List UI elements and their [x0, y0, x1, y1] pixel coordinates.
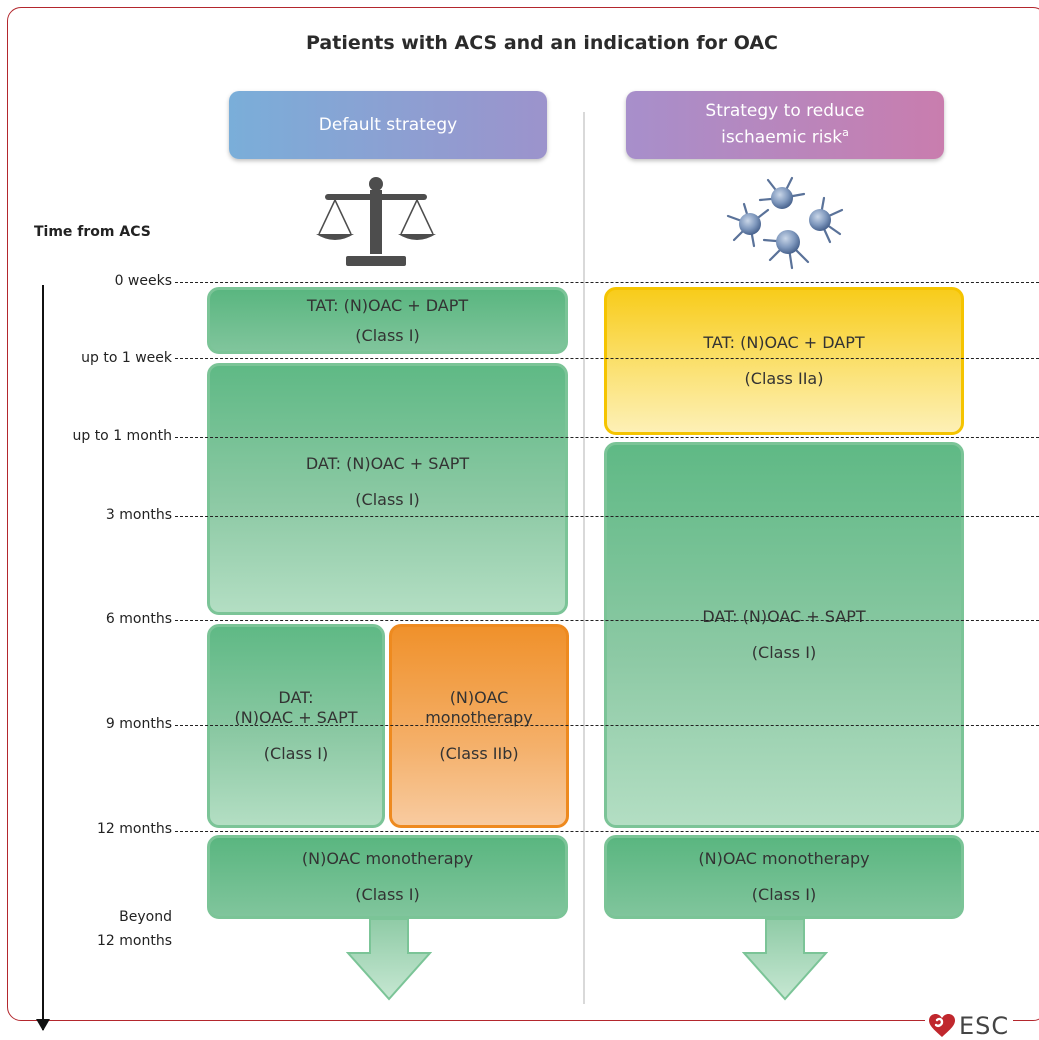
default-monotherapy-6-12-box: (N)OAC monotherapy (Class IIb) [389, 624, 569, 828]
default-mono-class: (Class I) [355, 885, 420, 904]
default-monotherapy-box: (N)OAC monotherapy (Class I) [207, 835, 568, 919]
figure-frame [7, 7, 1039, 1021]
platelets-icon [726, 176, 844, 270]
balance-scale-icon [316, 177, 436, 266]
default-tat-label: TAT: (N)OAC + DAPT [306, 295, 469, 315]
reduce-tat-label: TAT: (N)OAC + DAPT [703, 333, 865, 352]
reduce-header-line1: Strategy to reduce [705, 101, 865, 122]
tick-beyond-line2: 12 months [97, 933, 172, 949]
reduce-dat-box: DAT: (N)OAC + SAPT (Class I) [604, 442, 964, 828]
default-mono-split-line2: monotherapy [425, 708, 533, 727]
figure-title: Patients with ACS and an indication for … [306, 32, 778, 54]
default-mono-label: (N)OAC monotherapy [301, 849, 474, 868]
tick-9-months: 9 months [105, 716, 172, 732]
dashed-line-9-months [175, 725, 1039, 726]
default-dat-split-line2: (N)OAC + SAPT [234, 708, 358, 727]
reduce-dat-class: (Class I) [751, 643, 817, 662]
tick-beyond-12-months: Beyond 12 months [97, 905, 172, 953]
dashed-line-1-month [175, 437, 1039, 438]
tick-12-months: 12 months [97, 821, 172, 837]
default-strategy-header: Default strategy [229, 91, 547, 159]
dashed-line-1-week [175, 358, 1039, 359]
esc-logo: ESC [925, 1012, 1014, 1040]
tick-1-month: up to 1 month [72, 428, 172, 444]
dashed-line-0-weeks [175, 282, 1039, 283]
time-axis-line [42, 285, 44, 1030]
reduce-tat-class: (Class IIa) [744, 369, 824, 388]
default-dat-split-class: (Class I) [263, 744, 329, 763]
time-axis-label: Time from ACS [34, 224, 151, 240]
reduce-monotherapy-box: (N)OAC monotherapy (Class I) [604, 835, 964, 919]
dashed-line-3-months [175, 516, 1039, 517]
esc-logo-text: ESC [959, 1012, 1010, 1040]
default-dat-label: DAT: (N)OAC + SAPT [305, 454, 470, 473]
default-tat-class: (Class I) [355, 325, 420, 345]
reduce-mono-label: (N)OAC monotherapy [698, 849, 870, 868]
default-mono-split-class: (Class IIb) [439, 744, 519, 763]
default-tat-box: TAT: (N)OAC + DAPT (Class I) [207, 287, 568, 354]
dashed-line-12-months [175, 831, 1039, 832]
heart-logo-icon [929, 1014, 955, 1037]
tick-beyond-line1: Beyond [119, 909, 172, 925]
default-dat-6-12-box: DAT: (N)OAC + SAPT (Class I) [207, 624, 385, 828]
reduce-header-text: Strategy to reduce ischaemic riska [705, 101, 864, 149]
default-mono-split-line1: (N)OAC [449, 688, 509, 707]
footnote-marker: a [842, 126, 849, 140]
tick-0-weeks: 0 weeks [114, 273, 172, 289]
column-divider [583, 112, 585, 1004]
default-strategy-label: Default strategy [318, 114, 458, 135]
default-continuation-arrow [346, 918, 432, 1001]
default-dat-box: DAT: (N)OAC + SAPT (Class I) [207, 363, 568, 615]
tick-1-week: up to 1 week [81, 350, 172, 366]
reduce-mono-class: (Class I) [751, 885, 817, 904]
time-axis-arrowhead [36, 1019, 50, 1031]
tick-6-months: 6 months [105, 611, 172, 627]
reduce-tat-box: TAT: (N)OAC + DAPT (Class IIa) [604, 287, 964, 435]
default-dat-class: (Class I) [355, 490, 420, 509]
reduce-dat-label: DAT: (N)OAC + SAPT [702, 607, 866, 626]
reduce-header-line2: ischaemic riska [705, 122, 864, 149]
dashed-line-6-months [175, 620, 1039, 621]
reduce-ischaemic-risk-header: Strategy to reduce ischaemic riska [626, 91, 944, 159]
reduce-header-line2-text: ischaemic risk [721, 127, 843, 148]
tick-3-months: 3 months [105, 507, 172, 523]
reduce-continuation-arrow [742, 918, 828, 1001]
default-dat-split-line1: DAT: [278, 688, 314, 707]
